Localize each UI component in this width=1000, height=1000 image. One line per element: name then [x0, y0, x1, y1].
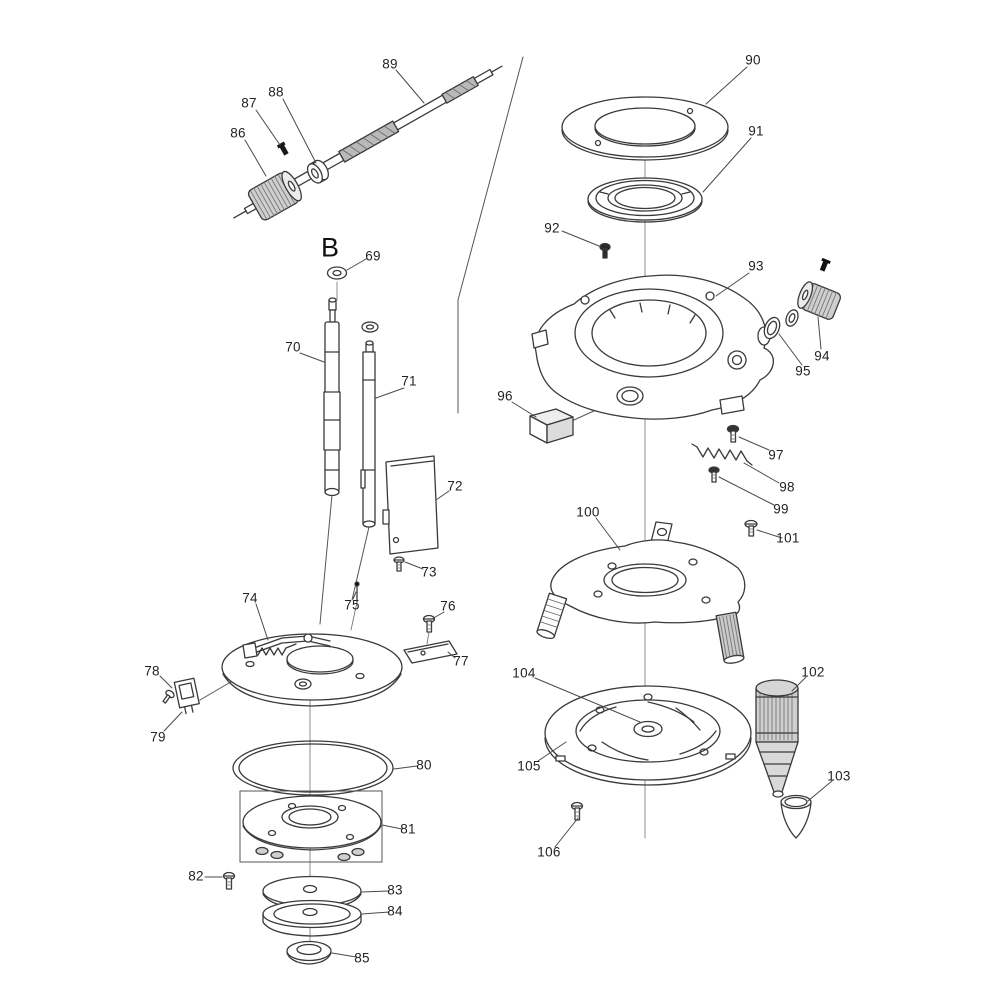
part-101-screw — [744, 519, 758, 537]
part-94-knurled-knob — [797, 257, 842, 320]
part-95-washer-set — [763, 309, 799, 340]
part-86-knurled-knob — [247, 170, 302, 221]
part-99-screw — [708, 466, 720, 483]
part-81-plate — [242, 795, 382, 862]
part-75-pin — [350, 581, 360, 631]
view-boundary-line — [457, 56, 524, 414]
part-70-shaft — [323, 297, 341, 497]
part-98-spring — [691, 443, 753, 466]
part-78-79-switch — [162, 677, 200, 715]
part-81-box-outline — [239, 790, 383, 863]
part-69-washer — [326, 266, 348, 280]
part-85-ring — [286, 940, 332, 965]
part-72-plate — [382, 455, 439, 555]
part-80-o-ring — [232, 740, 394, 796]
part-88-washer — [306, 159, 329, 184]
leader-lines — [159, 66, 833, 958]
part-100-tripod-base — [536, 521, 746, 664]
part-93-housing-casting — [531, 274, 774, 420]
part-71-shaft — [360, 321, 379, 528]
view-marker-b: B — [320, 232, 340, 263]
part-73-screw — [393, 556, 405, 572]
part-97-screw — [726, 424, 740, 443]
part-84-pulley — [262, 899, 362, 937]
part-76-screw — [422, 614, 436, 645]
part-106-screw — [570, 801, 584, 821]
part-74-disc-assembly — [221, 633, 403, 707]
part-102-knurled-grip — [755, 679, 799, 798]
part-103-cone-cap — [780, 794, 812, 839]
part-77-plate — [403, 640, 458, 664]
part-92-screw — [599, 242, 611, 259]
part-104-base-plate — [544, 685, 752, 786]
part-87-screw — [276, 141, 289, 156]
part-82-screw — [222, 871, 236, 890]
part-91-bearing-ring — [587, 177, 703, 223]
part-90-ring — [561, 96, 729, 161]
part-96-cube — [529, 408, 574, 444]
